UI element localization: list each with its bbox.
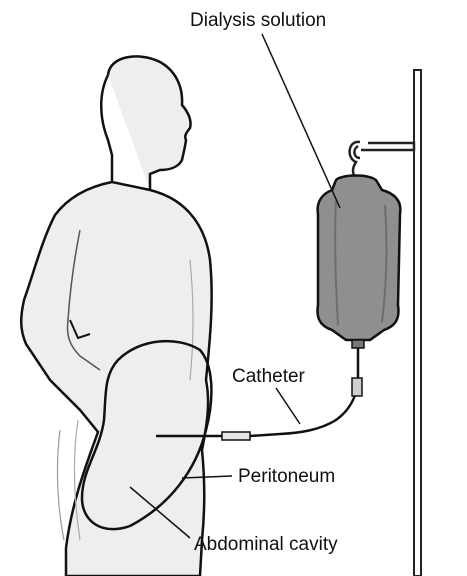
label-catheter: Catheter xyxy=(232,366,306,387)
leader-catheter xyxy=(276,388,300,424)
label-peritoneum: Peritoneum xyxy=(238,466,335,487)
dialysis-bag xyxy=(318,175,401,348)
label-dialysis-solution: Dialysis solution xyxy=(190,10,326,31)
leader-dialysis-solution xyxy=(262,34,340,208)
bag-hanger xyxy=(350,142,414,178)
patient-figure xyxy=(21,56,211,576)
label-abdominal-cavity: Abdominal cavity xyxy=(194,534,338,555)
